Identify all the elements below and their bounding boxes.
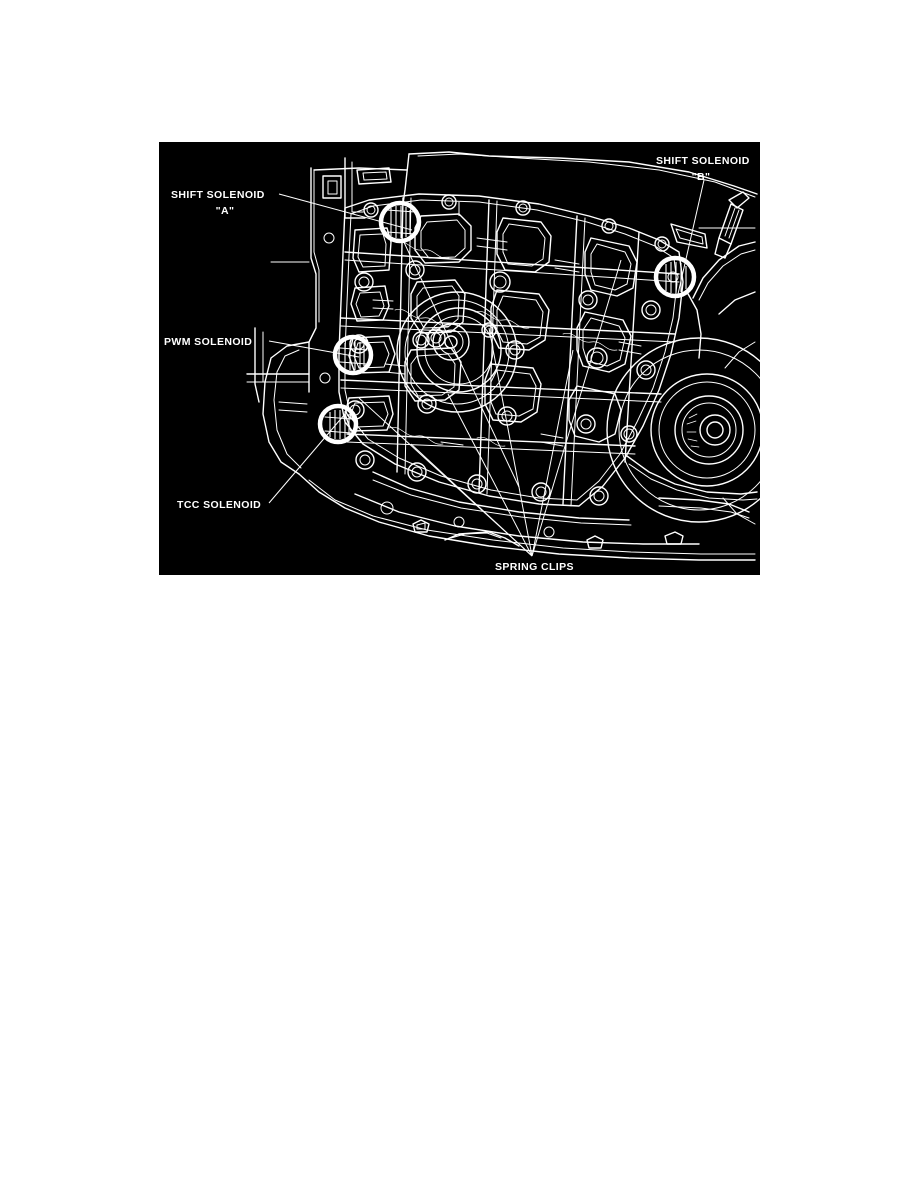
- tcc-solenoid-highlight: [317, 403, 359, 445]
- leader-shift-solenoid-b: [677, 179, 705, 295]
- case-outline-group: [246, 151, 760, 561]
- shift-solenoid-a-highlight: [378, 200, 422, 244]
- figure-panel: SHIFT SOLENOID "A" SHIFT SOLENOID "B" PW…: [159, 142, 760, 575]
- label-shift-solenoid-b-line1: SHIFT SOLENOID: [656, 155, 750, 167]
- shift-solenoid-b-highlight: [653, 255, 697, 299]
- callout-labels-group: SHIFT SOLENOID "A" SHIFT SOLENOID "B" PW…: [164, 155, 750, 573]
- label-shift-solenoid-a-line1: SHIFT SOLENOID: [171, 189, 265, 201]
- pwm-solenoid-highlight: [332, 334, 374, 376]
- solenoid-highlights-group: [317, 200, 697, 445]
- label-shift-solenoid-b-line2: "B": [692, 171, 711, 183]
- leader-shift-solenoid-a: [278, 193, 413, 231]
- label-tcc-solenoid: TCC SOLENOID: [177, 499, 261, 511]
- transmission-diagram: SHIFT SOLENOID "A" SHIFT SOLENOID "B" PW…: [164, 151, 760, 573]
- label-shift-solenoid-a-line2: "A": [216, 205, 235, 217]
- leader-lines-group: [268, 179, 705, 557]
- leader-pwm-solenoid: [268, 340, 360, 358]
- center-drum-boss: [396, 291, 518, 413]
- label-spring-clips: SPRING CLIPS: [495, 561, 574, 573]
- leader-spring-clips-fan: [358, 259, 622, 557]
- leader-tcc-solenoid: [268, 413, 346, 504]
- label-pwm-solenoid: PWM SOLENOID: [164, 336, 252, 348]
- bolt-holes-group: [319, 194, 670, 538]
